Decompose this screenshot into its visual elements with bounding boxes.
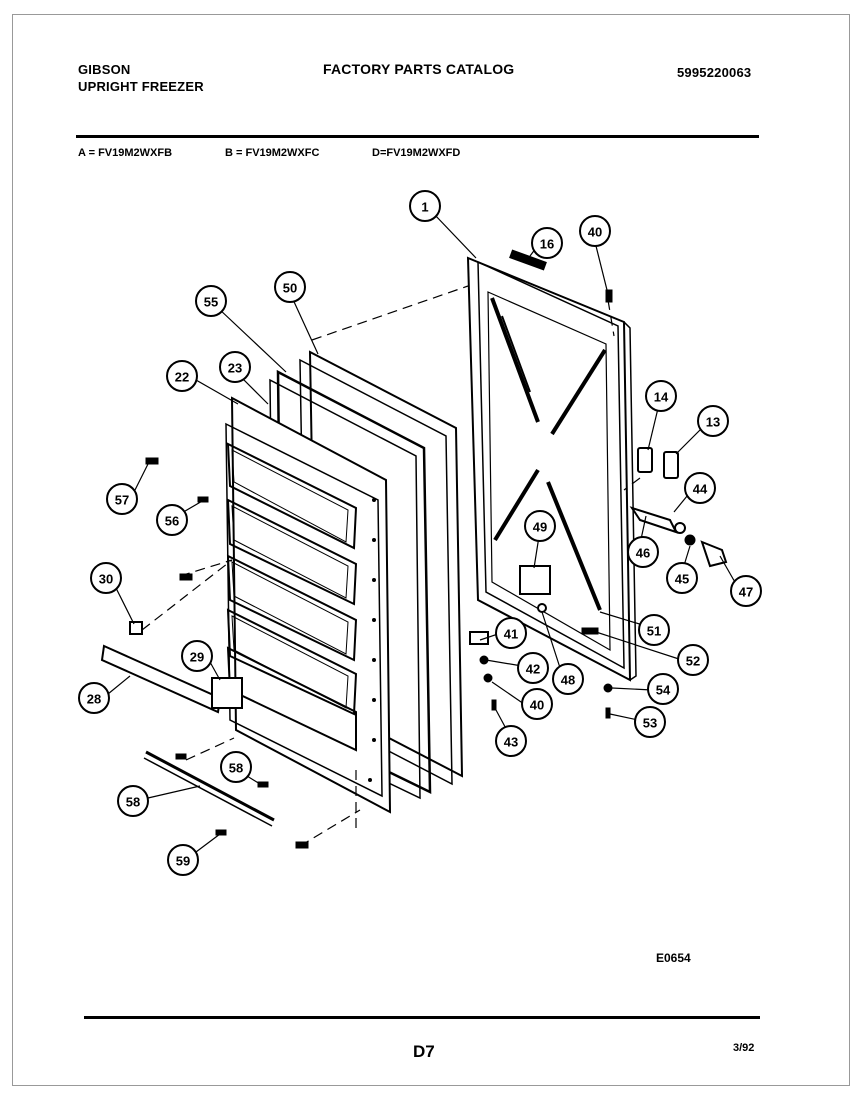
callout-49: 49 [533, 520, 547, 535]
liner-screw-holes [368, 498, 376, 782]
hardware-parts [129, 249, 728, 849]
callout-58-strip: 58 [126, 795, 140, 810]
callout-55: 55 [204, 295, 218, 310]
callout-13: 13 [706, 415, 720, 430]
callout-42: 42 [526, 662, 540, 677]
page-number: D7 [413, 1042, 435, 1061]
callout-50: 50 [283, 281, 297, 296]
catalog-title: FACTORY PARTS CATALOG [323, 61, 515, 77]
header-divider [76, 135, 759, 138]
footer-divider [84, 1016, 760, 1019]
callout-43: 43 [504, 735, 518, 750]
callout-22: 22 [175, 370, 189, 385]
callout-numbers: 1 16 40 50 55 22 23 14 13 44 57 56 49 46… [87, 200, 753, 869]
callout-51: 51 [647, 624, 661, 639]
callout-57: 57 [115, 493, 129, 508]
callout-46: 46 [636, 546, 650, 561]
callout-52: 52 [686, 654, 700, 669]
callout-56: 56 [165, 514, 179, 529]
callout-40-bottom: 40 [530, 698, 544, 713]
callout-circles [78, 190, 762, 876]
callout-23: 23 [228, 361, 242, 376]
callout-29: 29 [190, 650, 204, 665]
variant-b: B = FV19M2WXFC [225, 147, 320, 159]
door-shelves [226, 442, 358, 752]
callout-1: 1 [421, 200, 428, 215]
callout-48: 48 [561, 673, 575, 688]
variant-d: D=FV19M2WXFD [372, 147, 461, 159]
callout-44: 44 [693, 482, 708, 497]
callout-41: 41 [504, 627, 518, 642]
callout-30: 30 [99, 572, 113, 587]
revision-date: 3/92 [733, 1042, 755, 1054]
outer-door-panel [466, 256, 637, 682]
callout-53: 53 [643, 716, 657, 731]
callout-16: 16 [540, 237, 554, 252]
bottom-trim [100, 644, 275, 827]
callout-58-screw: 58 [229, 761, 243, 776]
callout-28: 28 [87, 692, 101, 707]
assembly-lines [141, 285, 641, 847]
diagram-code: E0654 [656, 951, 691, 965]
variant-a: A = FV19M2WXFB [78, 147, 173, 159]
product-type: UPRIGHT FREEZER [78, 79, 204, 94]
callout-40-top: 40 [588, 225, 602, 240]
callout-47: 47 [739, 585, 753, 600]
callout-54: 54 [656, 683, 671, 698]
page-frame [12, 14, 850, 1086]
catalog-number: 5995220063 [677, 65, 752, 80]
door-panel-bracing [490, 297, 607, 611]
callout-45: 45 [675, 572, 689, 587]
brand-name: GIBSON [78, 62, 131, 77]
callout-59: 59 [176, 854, 190, 869]
callout-14: 14 [654, 390, 669, 405]
